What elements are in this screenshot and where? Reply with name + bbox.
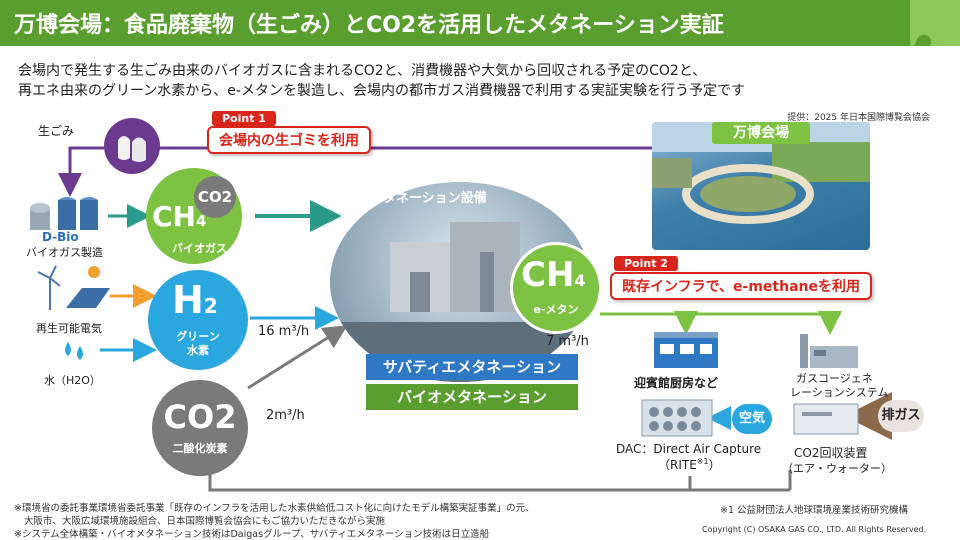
sabatier-banner: サバティエメタネーション	[366, 354, 578, 380]
point1-box: 会場内の生ゴミを利用	[207, 126, 371, 154]
biomethanation-banner: バイオメタネーション	[366, 384, 578, 410]
expo-site-label: 万博会場	[712, 122, 810, 144]
co2-recovery-label-2: （エア・ウォーター）	[782, 462, 892, 475]
food-waste-label: 生ごみ	[38, 124, 75, 138]
garbage-bag-icon	[118, 136, 146, 162]
hydrogen-label-2: 水素	[187, 344, 209, 357]
biogas-label: バイオガス	[172, 242, 227, 255]
biogas-ch4: CH4	[152, 200, 207, 233]
e-methane-circle: CH4 e-メタン	[510, 242, 602, 334]
hydrogen-formula: H2	[172, 278, 218, 322]
renewable-label: 再生可能電気	[36, 322, 102, 335]
dac-label-2: （RITE※1）	[658, 457, 721, 472]
co2-flow: 2m³/h	[266, 408, 305, 423]
intro-line-2: 再エネ由来のグリーン水素から、e-メタンを製造し、会場内の都市ガス消費機器で利用…	[18, 83, 745, 99]
biogas-circle: CO2 CH4 バイオガス	[146, 168, 242, 264]
point1-tag: Point 1	[212, 111, 276, 126]
copyright: Copyright (C) OSAKA GAS CO., LTD. All Ri…	[702, 525, 927, 534]
co2-formula: CO2	[163, 398, 237, 436]
kitchen-icon	[654, 332, 718, 368]
guesthouse-label: 迎賓館厨房など	[634, 376, 719, 390]
e-methane-flow: 7 m³/h	[546, 334, 589, 349]
footnote-3: ※システム全体構築・バイオメタネーション技術はDaigasグループ、サバティエメ…	[14, 529, 490, 540]
co2-recovery-label-1: CO2回収装置	[794, 446, 868, 460]
puzzle-decoration	[910, 0, 960, 46]
facility-label: メタネーション設備	[370, 191, 487, 206]
footnote-2: 大阪市、大阪広域環境施設組合、日本国際博覧会協会にもご協力いただきながら実施	[24, 516, 386, 527]
footnote-1: ※環境省の委託事業環境省委託事業「既存のインフラを活用した水素供給低コスト化に向…	[14, 503, 535, 514]
dac-unit-icon	[641, 399, 713, 437]
wind-solar-icon	[37, 265, 110, 310]
cogen-label-2: レーションシステム	[790, 386, 889, 399]
page-title: 万博会場：食品廃棄物（生ごみ）とCO2を活用したメタネーション実証	[14, 13, 724, 38]
intro-line-1: 会場内で発生する生ごみ由来のバイオガスに含まれるCO2と、消費機器や大気から回収…	[18, 63, 707, 79]
cogen-label-1: ガスコージェネ	[796, 372, 873, 385]
hydrogen-flow: 16 m³/h	[258, 324, 310, 339]
footnote-rite: ※1 公益財団法人地球環境産業技術研究機構	[720, 505, 909, 516]
dbio-title: D-Bio	[42, 230, 79, 244]
point2-tag: Point 2	[614, 256, 678, 271]
title-bar	[0, 0, 960, 46]
food-waste-circle	[104, 118, 160, 174]
co2-circle: CO2 二酸化炭素	[152, 380, 248, 476]
cogeneration-icon	[800, 334, 858, 368]
exhaust-label: 排ガス	[878, 400, 924, 432]
biogas-co2: CO2	[194, 176, 236, 218]
hydrogen-circle: H2 グリーン 水素	[148, 270, 248, 370]
water-drop-icon	[65, 342, 83, 360]
e-methane-label: e-メタン	[533, 303, 579, 316]
water-label: 水（H2O）	[44, 374, 101, 387]
photo-credit: 提供：2025 年日本国際博覧会協会	[787, 113, 930, 123]
dbio-sub: バイオガス製造	[26, 246, 103, 259]
e-methane-formula: CH4	[521, 255, 586, 295]
co2-recovery-icon	[793, 403, 859, 435]
co2-label: 二酸化炭素	[172, 442, 228, 455]
hydrogen-label-1: グリーン	[176, 330, 220, 343]
bio-gas-plant-icon	[30, 197, 98, 230]
air-label: 空気	[732, 404, 772, 434]
dac-label-1: DAC：Direct Air Capture	[616, 442, 762, 456]
point2-box: 既存インフラで、e-methaneを利用	[610, 272, 872, 300]
